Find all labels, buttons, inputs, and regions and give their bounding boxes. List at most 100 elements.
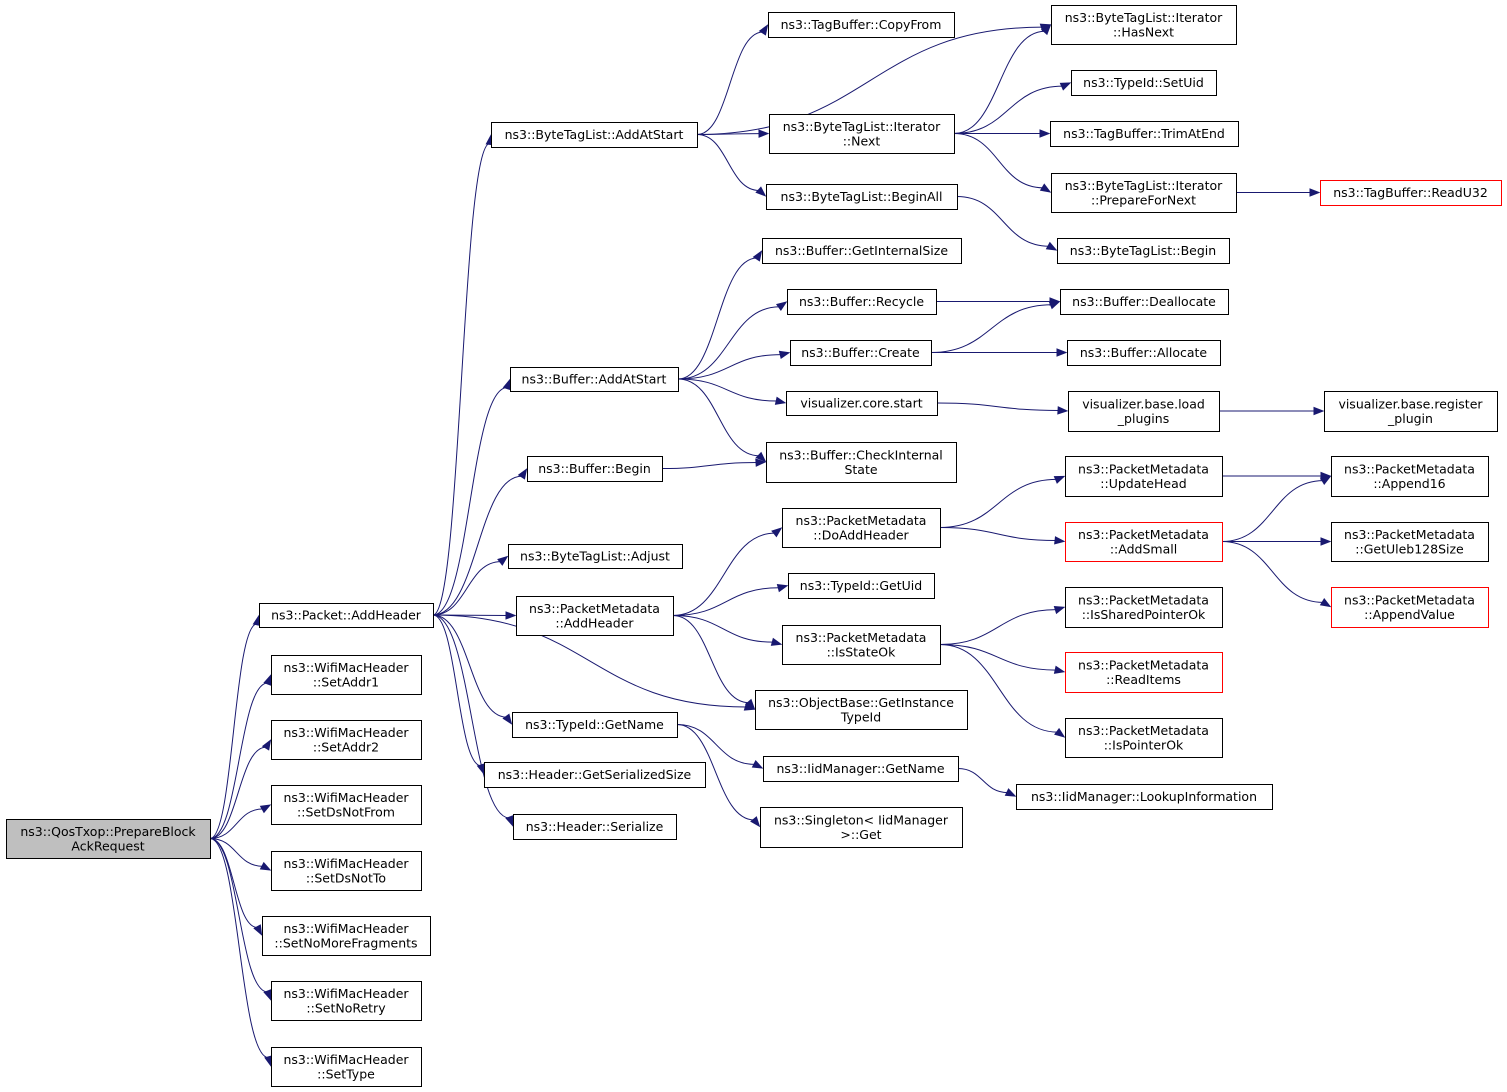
node-pmUpdateHead[interactable]: ns3::PacketMetadata::UpdateHead bbox=[1065, 456, 1223, 497]
node-pmIsPointerOk[interactable]: ns3::PacketMetadata::IsPointerOk bbox=[1065, 718, 1223, 758]
node-box bbox=[760, 807, 963, 848]
node-setDsNotTo[interactable]: ns3::WifiMacHeader::SetDsNotTo bbox=[271, 851, 422, 891]
edge-addHeader-to-btlAdjust bbox=[432, 555, 509, 616]
node-box bbox=[271, 720, 422, 760]
node-btlAdjust[interactable]: ns3::ByteTagList::Adjust bbox=[508, 544, 683, 569]
node-box bbox=[782, 508, 941, 548]
arrowhead bbox=[259, 804, 272, 814]
node-vizBaseRegisterPlugin[interactable]: visualizer.base.register_plugin bbox=[1324, 391, 1498, 432]
node-setNoRetry[interactable]: ns3::WifiMacHeader::SetNoRetry bbox=[271, 981, 422, 1021]
node-label: ns3::WifiMacHeader bbox=[283, 790, 409, 805]
node-pmIsStateOk[interactable]: ns3::PacketMetadata::IsStateOk bbox=[782, 625, 941, 665]
node-label: ::AddSmall bbox=[1110, 541, 1177, 556]
node-btlItHasNext[interactable]: ns3::ByteTagList::Iterator::HasNext bbox=[1051, 5, 1237, 45]
node-bufAddAtStart[interactable]: ns3::Buffer::AddAtStart bbox=[510, 367, 679, 392]
node-btlBegin[interactable]: ns3::ByteTagList::Begin bbox=[1057, 238, 1230, 264]
node-box bbox=[262, 916, 431, 956]
node-box bbox=[1050, 121, 1239, 147]
node-singletonGet[interactable]: ns3::Singleton< IidManager>::Get bbox=[760, 807, 963, 848]
node-bufGetInternalSize[interactable]: ns3::Buffer::GetInternalSize bbox=[762, 238, 962, 264]
node-box bbox=[769, 114, 955, 154]
edge-btlItNext-to-tbTrimAtEnd bbox=[953, 129, 1051, 138]
node-label: ns3::ByteTagList::Adjust bbox=[520, 549, 670, 564]
node-label: ns3::Header::Serialize bbox=[526, 819, 664, 834]
node-label: ::SetNoMoreFragments bbox=[274, 935, 417, 950]
node-box bbox=[271, 1047, 422, 1087]
node-label: ns3::PacketMetadata bbox=[1078, 657, 1209, 672]
arrowhead bbox=[1319, 475, 1332, 486]
node-label: ns3::Buffer::Deallocate bbox=[1072, 294, 1216, 309]
node-pmAppend16[interactable]: ns3::PacketMetadata::Append16 bbox=[1331, 456, 1489, 497]
node-tbCopyFrom[interactable]: ns3::TagBuffer::CopyFrom bbox=[768, 12, 955, 38]
node-bufBegin[interactable]: ns3::Buffer::Begin bbox=[527, 456, 663, 482]
node-bufDeallocate[interactable]: ns3::Buffer::Deallocate bbox=[1060, 289, 1229, 315]
node-btlAddAtStart[interactable]: ns3::ByteTagList::AddAtStart bbox=[491, 122, 698, 148]
node-label: ns3::WifiMacHeader bbox=[283, 660, 409, 675]
node-iidGetName[interactable]: ns3::IidManager::GetName bbox=[763, 756, 959, 782]
node-label: ::AppendValue bbox=[1364, 607, 1455, 622]
node-box bbox=[755, 690, 968, 730]
node-box bbox=[790, 340, 932, 366]
arrowhead bbox=[758, 129, 770, 138]
edge-pmDoAddHeader-to-pmUpdateHead bbox=[939, 475, 1066, 528]
node-label: ns3::PacketMetadata bbox=[1078, 461, 1209, 476]
node-label: ::PrepareForNext bbox=[1091, 192, 1196, 207]
node-hdrSerialize[interactable]: ns3::Header::Serialize bbox=[513, 814, 677, 840]
node-tbTrimAtEnd[interactable]: ns3::TagBuffer::TrimAtEnd bbox=[1050, 121, 1239, 147]
node-typeIdGetUid[interactable]: ns3::TypeId::GetUid bbox=[788, 573, 935, 599]
edge-pmUpdateHead-to-pmAppend16 bbox=[1221, 471, 1332, 481]
edge-pmAddHeader-to-typeIdGetUid bbox=[672, 584, 789, 616]
node-pmIsSharedPointerOk[interactable]: ns3::PacketMetadata::IsSharedPointerOk bbox=[1065, 587, 1223, 628]
node-pmAddHeader[interactable]: ns3::PacketMetadata::AddHeader bbox=[516, 596, 674, 636]
node-pmReadItems[interactable]: ns3::PacketMetadata::ReadItems bbox=[1065, 652, 1223, 693]
node-label: ns3::PacketMetadata bbox=[1078, 592, 1209, 607]
arrowhead bbox=[505, 815, 514, 827]
edge-pmAddHeader-to-pmIsStateOk bbox=[672, 615, 783, 646]
node-box bbox=[513, 814, 677, 840]
node-label: ::SetAddr1 bbox=[313, 674, 379, 689]
edge-btlAddAtStart-to-tbCopyFrom bbox=[696, 24, 769, 135]
node-hdrGetSerializedSize[interactable]: ns3::Header::GetSerializedSize bbox=[484, 762, 706, 788]
node-tbReadU32[interactable]: ns3::TagBuffer::ReadU32 bbox=[1320, 180, 1502, 206]
node-label: ns3::Buffer::Allocate bbox=[1080, 345, 1208, 360]
node-setAddr2[interactable]: ns3::WifiMacHeader::SetAddr2 bbox=[271, 720, 422, 760]
arrowhead bbox=[1053, 475, 1066, 484]
node-addHeader[interactable]: ns3::Packet::AddHeader bbox=[259, 603, 434, 628]
edge-bufCreate-to-bufDeallocate bbox=[930, 301, 1061, 353]
node-bufRecycle[interactable]: ns3::Buffer::Recycle bbox=[787, 289, 937, 315]
node-pmDoAddHeader[interactable]: ns3::PacketMetadata::DoAddHeader bbox=[782, 508, 941, 548]
arrowhead bbox=[517, 468, 528, 480]
node-label: visualizer.core.start bbox=[800, 396, 922, 411]
edge-pmAddHeader-to-pmDoAddHeader bbox=[672, 527, 783, 616]
node-btlBeginAll[interactable]: ns3::ByteTagList::BeginAll bbox=[766, 184, 958, 210]
node-pmAppendValue[interactable]: ns3::PacketMetadata::AppendValue bbox=[1331, 587, 1489, 628]
node-box bbox=[1060, 289, 1229, 315]
node-btlItPrepareForNext[interactable]: ns3::ByteTagList::Iterator::PrepareForNe… bbox=[1051, 173, 1237, 213]
node-label: ::DoAddHeader bbox=[813, 527, 909, 542]
node-vizCoreStart[interactable]: visualizer.core.start bbox=[786, 391, 938, 416]
edge-pmIsStateOk-to-pmIsPointerOk bbox=[939, 644, 1066, 738]
node-label: ns3::WifiMacHeader bbox=[283, 856, 409, 871]
node-vizBaseLoadPlugins[interactable]: visualizer.base.load_plugins bbox=[1068, 391, 1220, 432]
node-btlItNext[interactable]: ns3::ByteTagList::Iterator::Next bbox=[769, 114, 955, 154]
node-setAddr1[interactable]: ns3::WifiMacHeader::SetAddr1 bbox=[271, 655, 422, 695]
node-typeIdGetName[interactable]: ns3::TypeId::GetName bbox=[512, 712, 678, 738]
node-bufAllocate[interactable]: ns3::Buffer::Allocate bbox=[1067, 340, 1221, 366]
node-pmAddSmall[interactable]: ns3::PacketMetadata::AddSmall bbox=[1065, 522, 1223, 562]
node-label: ::GetUleb128Size bbox=[1355, 541, 1464, 556]
edge-pmAddSmall-to-pmAppend16 bbox=[1221, 475, 1332, 542]
node-label: ns3::ObjectBase::GetInstance bbox=[768, 695, 954, 710]
arrowhead bbox=[1319, 597, 1332, 608]
node-typeIdSetUid[interactable]: ns3::TypeId::SetUid bbox=[1071, 70, 1217, 96]
arrowhead bbox=[1054, 536, 1066, 545]
node-setDsNotFrom[interactable]: ns3::WifiMacHeader::SetDsNotFrom bbox=[271, 785, 422, 825]
node-setNoMoreFragments[interactable]: ns3::WifiMacHeader::SetNoMoreFragments bbox=[262, 916, 431, 956]
node-iidLookupInformation[interactable]: ns3::IidManager::LookupInformation bbox=[1016, 784, 1273, 810]
node-setType[interactable]: ns3::WifiMacHeader::SetType bbox=[271, 1047, 422, 1087]
node-bufCreate[interactable]: ns3::Buffer::Create bbox=[790, 340, 932, 366]
edge-pmDoAddHeader-to-pmAddSmall bbox=[939, 527, 1066, 545]
node-pmGetUleb128Size[interactable]: ns3::PacketMetadata::GetUleb128Size bbox=[1331, 522, 1489, 562]
